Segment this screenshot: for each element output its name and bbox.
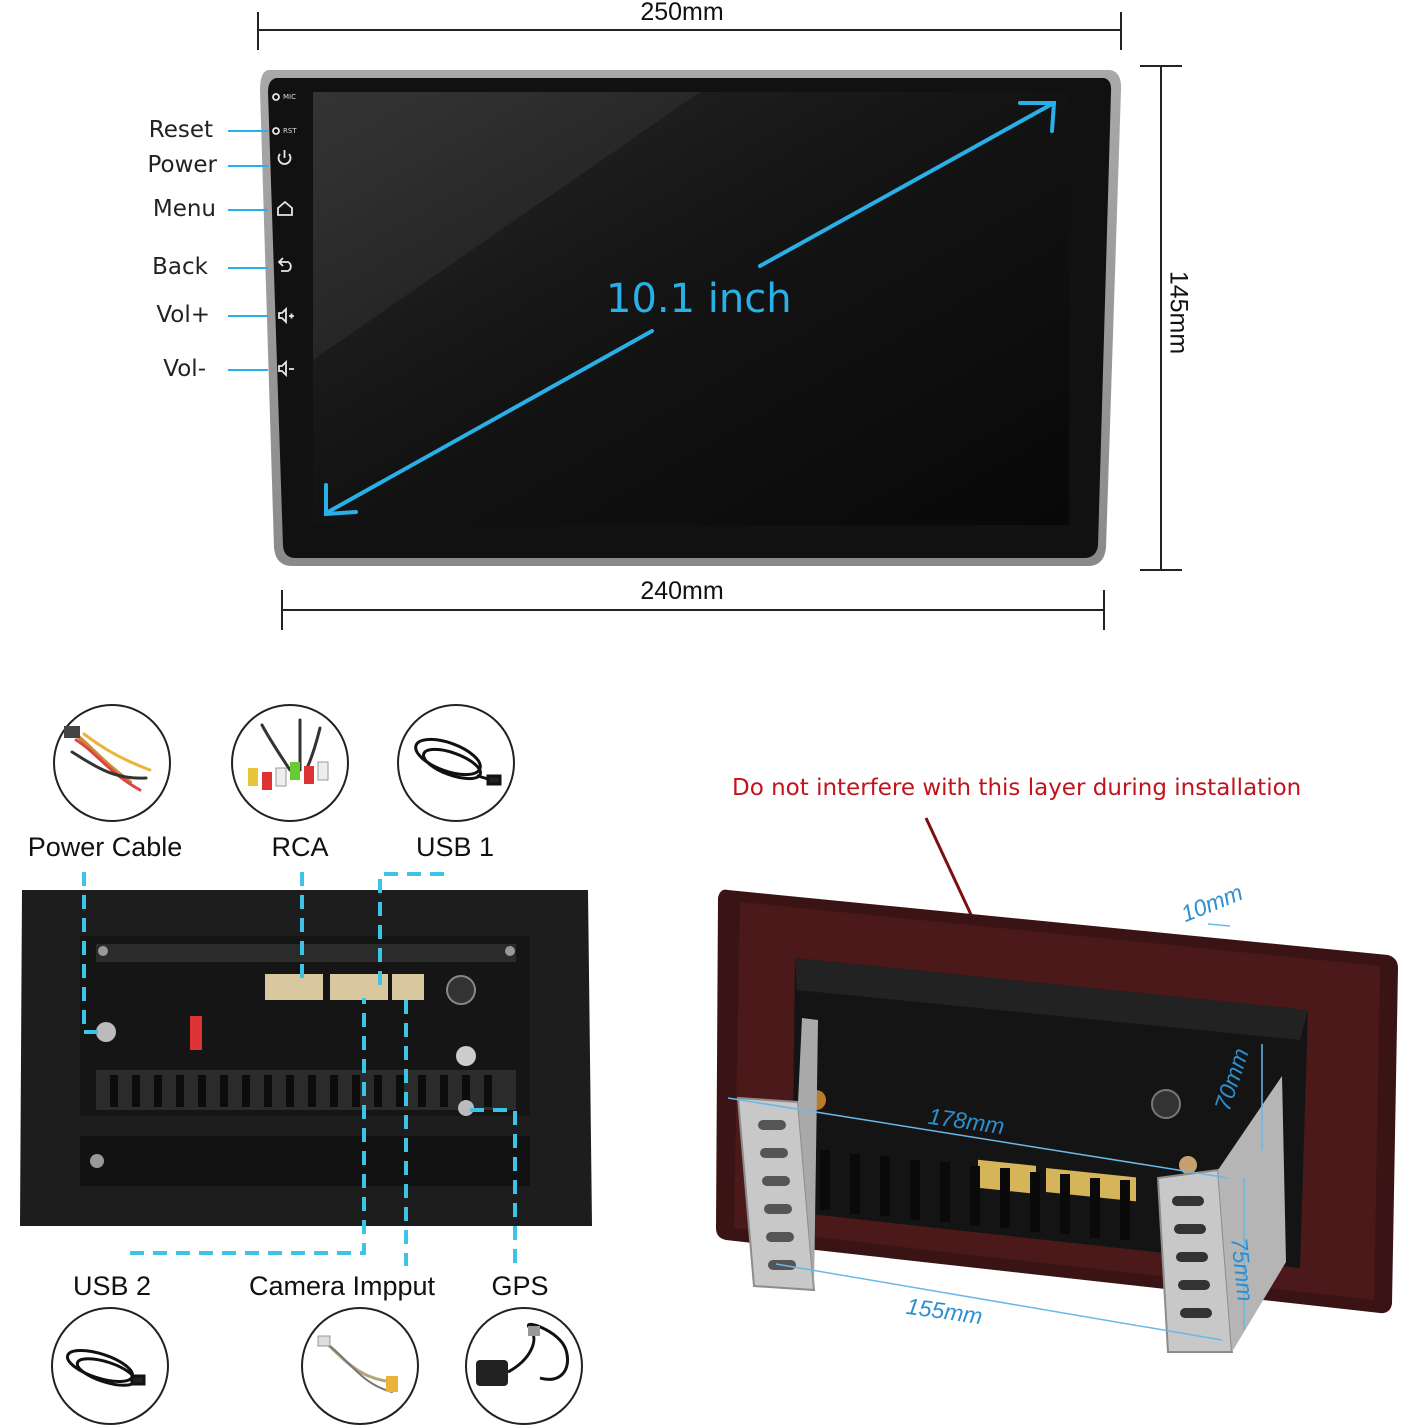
screen-size-label: 10.1 inch	[606, 276, 792, 322]
dimension-chassis-width: 178mm	[926, 1102, 1007, 1140]
chassis-box	[792, 958, 1308, 1268]
dimension-chassis-height: 70mm	[1209, 1044, 1254, 1114]
port-dashed-lines	[82, 872, 517, 1266]
height-dimension-line	[1140, 65, 1182, 571]
left-mounting-bracket	[736, 1018, 818, 1292]
dimension-frame-depth: 10mm	[1177, 879, 1247, 928]
button-leader-lines	[228, 130, 268, 371]
button-label-reset: Reset	[148, 117, 213, 143]
top-width-label: 250mm	[640, 0, 724, 26]
installation-warning: Do not interfere with this layer during …	[732, 775, 1302, 801]
dimension-bracket-span: 155mm	[904, 1292, 985, 1330]
side-icons	[272, 93, 294, 378]
usb-cable-icon	[51, 1307, 169, 1425]
mic-hole-icon	[272, 93, 280, 101]
accessory-label-camera-input: Camera Impput	[248, 1271, 436, 1301]
button-label-vol-up: Vol+	[156, 302, 210, 328]
height-label: 145mm	[1164, 270, 1193, 355]
front-view-drawing	[228, 12, 1182, 630]
accessory-label-power-cable: Power Cable	[27, 832, 183, 862]
accessory-circles-bottom	[51, 1307, 583, 1425]
rear-view-drawing	[20, 704, 592, 1425]
rst-label: RST	[283, 127, 297, 135]
button-label-power: Power	[147, 152, 217, 178]
bottom-width-label: 240mm	[640, 577, 724, 605]
button-label-menu: Menu	[152, 196, 216, 222]
button-label-vol-down: Vol-	[163, 356, 206, 382]
rear-chassis	[20, 890, 592, 1226]
top-width-dimension-line	[257, 12, 1122, 50]
screen-reflection	[313, 92, 700, 360]
dimension-bracket-height: 75mm	[1226, 1236, 1259, 1303]
accessory-label-usb2: USB 2	[72, 1271, 152, 1301]
accessory-label-usb1: USB 1	[415, 832, 495, 862]
diagonal-size-arrow	[324, 101, 1057, 517]
volume-down-icon	[278, 359, 294, 378]
gps-antenna-icon	[465, 1307, 583, 1425]
bottom-width-dimension-line	[281, 590, 1105, 630]
back-arrow-icon	[277, 257, 292, 272]
reset-pinhole-icon	[272, 127, 280, 135]
right-mounting-bracket	[1156, 1076, 1286, 1353]
accessory-label-rca: RCA	[271, 832, 329, 862]
home-icon	[277, 200, 293, 216]
front-frame-panel	[716, 889, 1398, 1314]
camera-cable-icon	[301, 1307, 419, 1425]
accessory-label-gps: GPS	[491, 1271, 549, 1301]
wire-harness-icon	[53, 704, 171, 822]
usb-cable-icon	[397, 704, 515, 822]
button-label-back: Back	[152, 254, 208, 280]
volume-up-icon	[278, 306, 294, 325]
power-icon	[277, 153, 292, 165]
mic-label: MIC	[283, 93, 296, 101]
warning-pointer-line	[924, 817, 982, 935]
